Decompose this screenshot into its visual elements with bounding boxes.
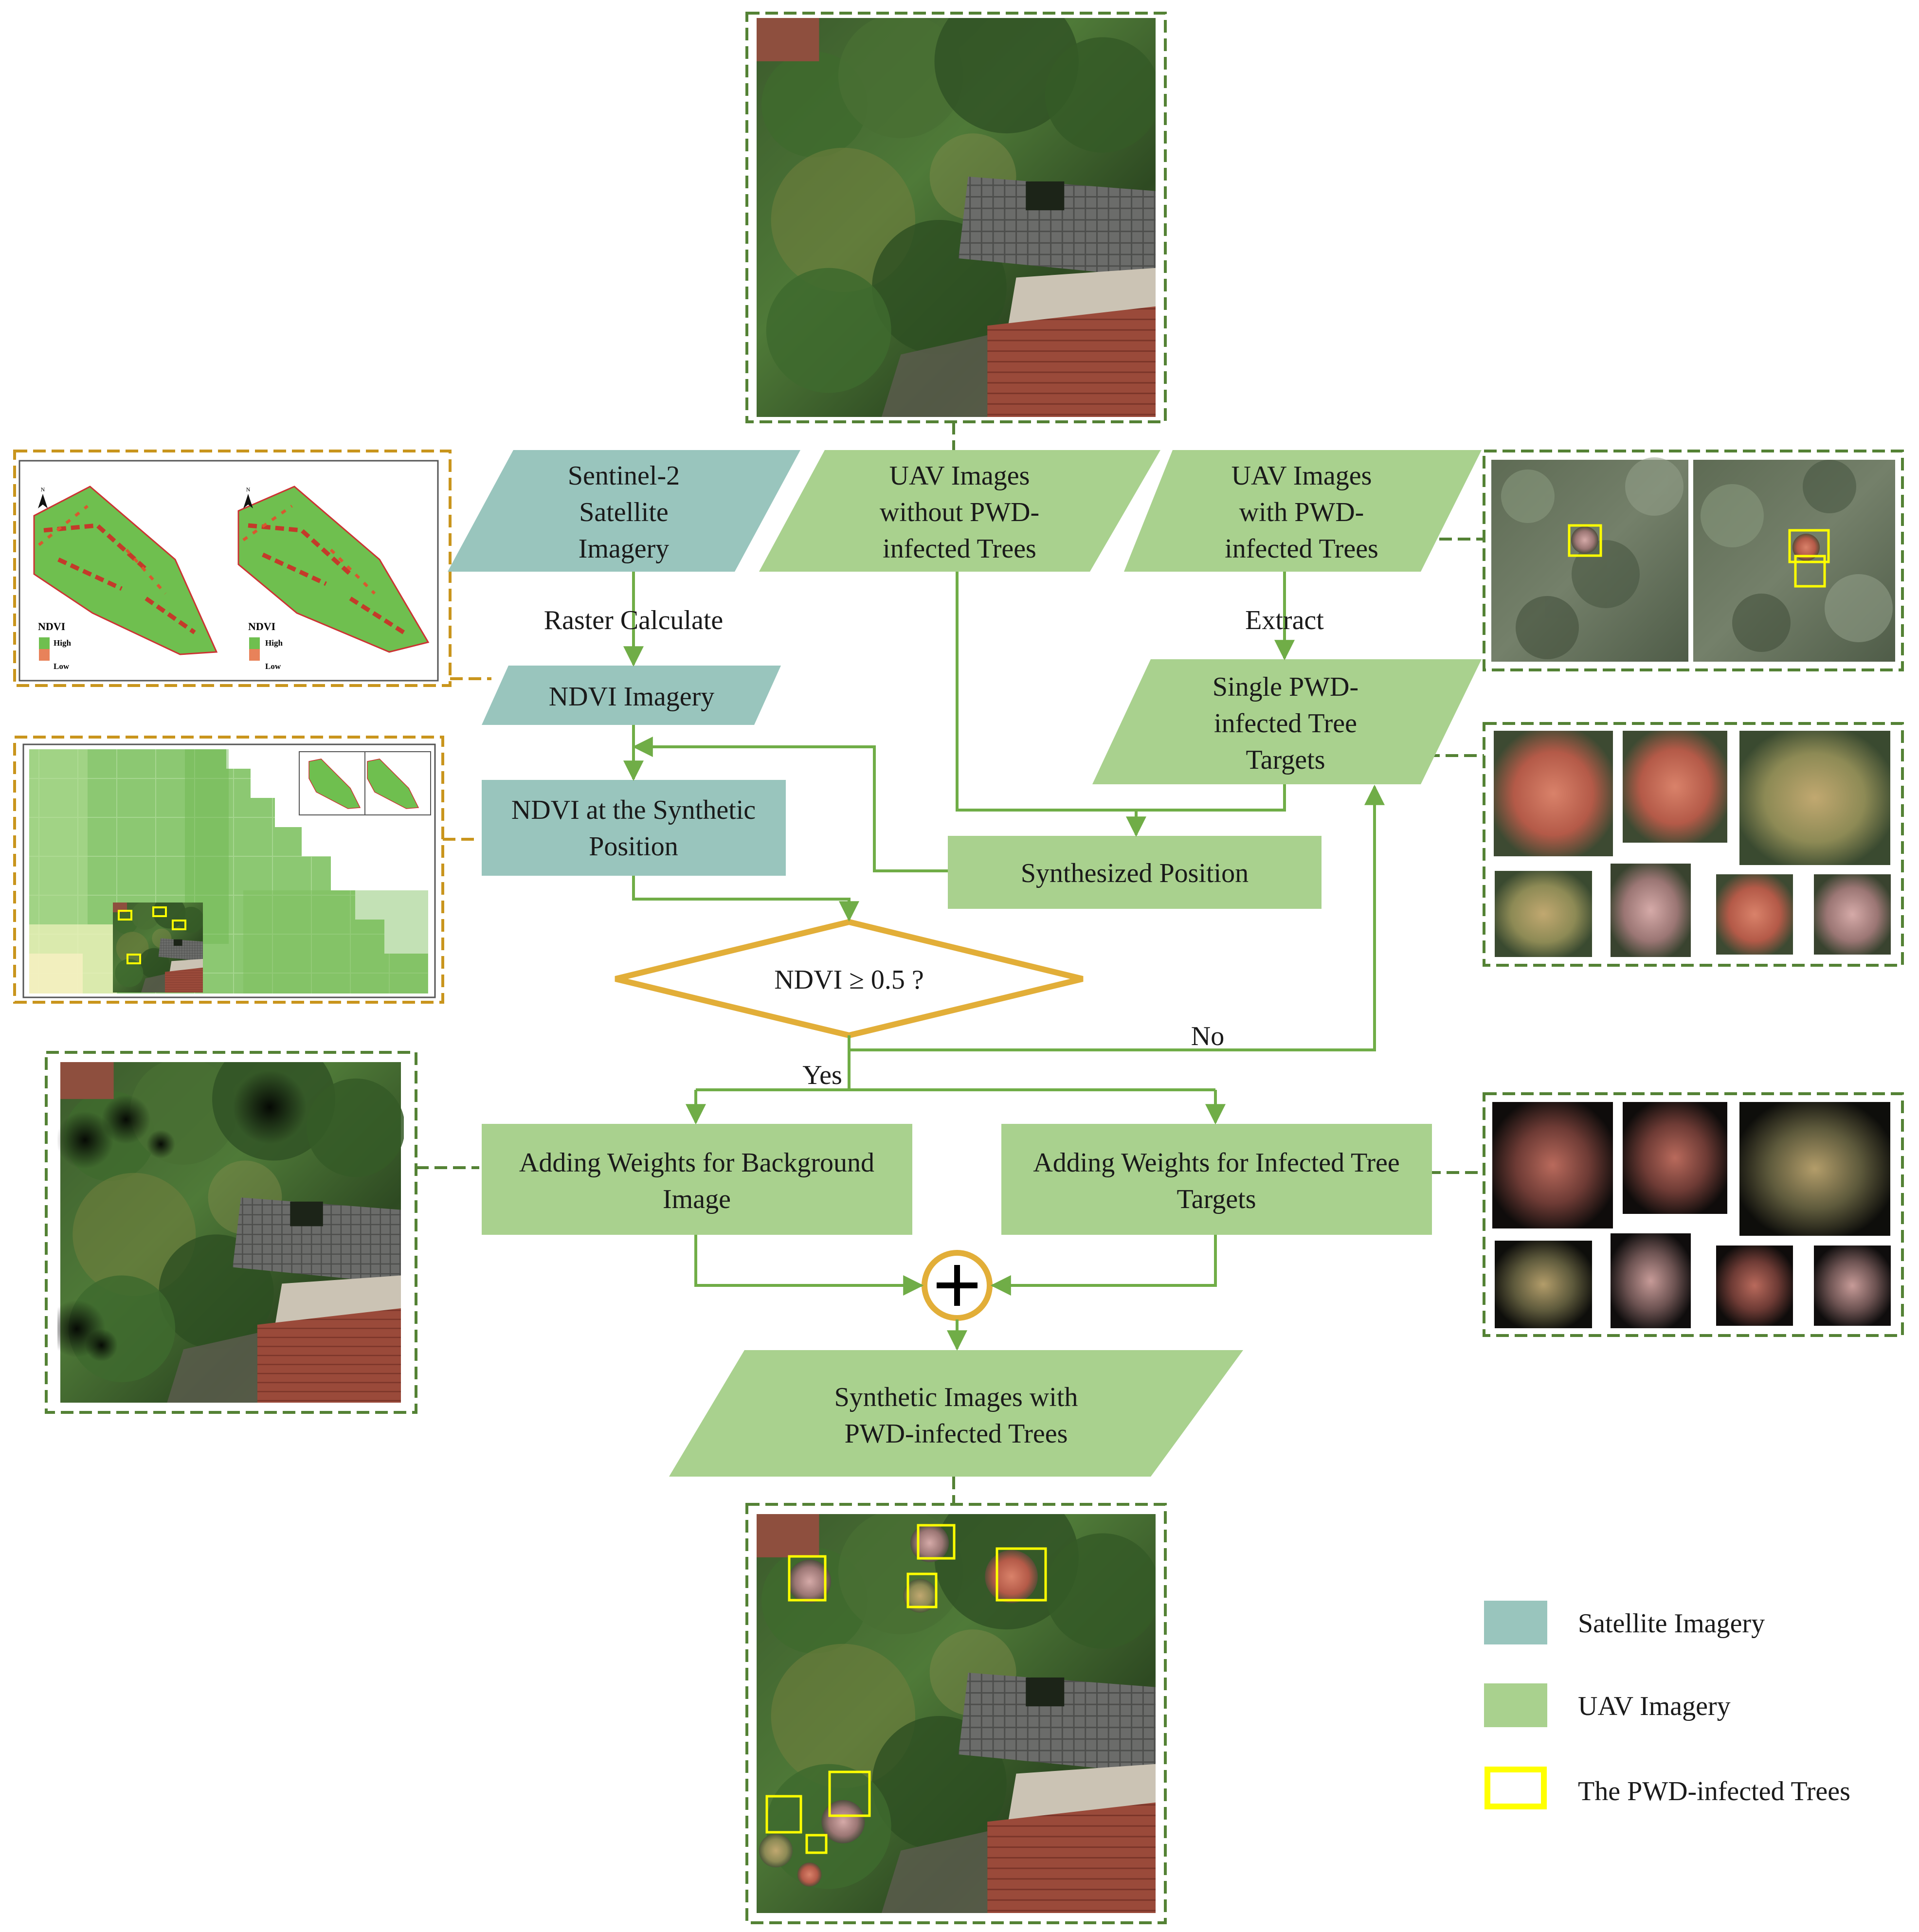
node-ndvi-synthetic — [482, 780, 786, 876]
uav-without-label-1: UAV Images — [889, 461, 1030, 491]
synthetic-output-label-2: PWD-infected Trees — [845, 1419, 1068, 1449]
plus-circle-icon — [922, 1250, 993, 1321]
ndvi-low-right: Low — [265, 662, 281, 671]
legend-label-pwd-trees: The PWD-infected Trees — [1578, 1776, 1850, 1806]
uav-with-label-3: infected Trees — [1225, 534, 1378, 564]
uav-with-label-2: with PWD- — [1239, 497, 1364, 527]
north-label-right: N — [246, 486, 251, 493]
synthetic-output-label-1: Synthetic Images with — [834, 1382, 1078, 1412]
edge-label-raster: Raster Calculate — [544, 605, 724, 635]
ndvi-low-left: Low — [54, 662, 70, 671]
legend-swatch-satellite — [1484, 1601, 1547, 1644]
ndvi-legend-right: NDVI High Low — [248, 620, 283, 671]
edge-label-yes: Yes — [802, 1060, 842, 1090]
uav-without-label-2: without PWD- — [880, 497, 1039, 527]
north-arrow-icon — [38, 494, 253, 508]
synth-position-label: Synthesized Position — [1021, 858, 1249, 888]
sentinel-label-1: Sentinel-2 — [568, 461, 680, 491]
edge-label-no: No — [1191, 1021, 1224, 1051]
ndvi-title-left: NDVI — [38, 620, 65, 632]
legend-label-satellite: Satellite Imagery — [1578, 1608, 1765, 1639]
node-synthesized-position — [948, 836, 1322, 909]
ndvi-high-left: High — [54, 638, 71, 648]
node-uav-without-pwd — [759, 450, 1160, 572]
uav-background-image-top — [745, 12, 1167, 423]
weights-infected-label-2: Targets — [1177, 1184, 1256, 1214]
sentinel-label-2: Satellite — [579, 497, 669, 527]
ndvi-legend-left: NDVI High Low — [38, 620, 71, 671]
ndvi-high-right: High — [265, 638, 283, 648]
pwd-tree-boxes-uav — [1568, 524, 1830, 588]
node-weights-infected — [1001, 1124, 1432, 1235]
legend: Satellite Imagery UAV Imagery The PWD-in… — [1484, 1601, 1850, 1809]
north-label-left: N — [41, 486, 45, 493]
ndvi-pixel-zoom-panel — [13, 736, 444, 1004]
edge-label-extract: Extract — [1245, 605, 1324, 635]
node-uav-with-pwd — [1124, 450, 1482, 572]
legend-swatch-uav — [1484, 1683, 1547, 1727]
uav-without-label-3: infected Trees — [883, 534, 1036, 564]
flow-arrows — [623, 572, 1385, 1351]
ndvi-synthetic-label-1: NDVI at the Synthetic — [511, 795, 756, 825]
ndvi-title-right: NDVI — [248, 620, 275, 632]
weighted-background-image — [45, 1051, 417, 1414]
uav-with-label-1: UAV Images — [1231, 461, 1372, 491]
ndvi-map-left — [33, 486, 218, 655]
uav-with-pwd-images — [1483, 450, 1904, 671]
ndvi-map-right — [237, 486, 430, 653]
single-targets-label-3: Targets — [1246, 745, 1325, 775]
weighted-infected-tree-crops — [1483, 1092, 1904, 1337]
node-synthetic-output — [669, 1350, 1243, 1477]
sentinel-label-3: Imagery — [579, 534, 670, 564]
legend-label-uav: UAV Imagery — [1578, 1691, 1731, 1721]
node-sentinel-2 — [448, 450, 800, 572]
single-pwd-tree-crops — [1483, 722, 1904, 967]
weights-background-label-2: Image — [663, 1184, 731, 1214]
decision-label: NDVI ≥ 0.5 ? — [774, 965, 924, 995]
ndvi-synthetic-label-2: Position — [589, 831, 678, 862]
ndvi-imagery-label: NDVI Imagery — [549, 682, 715, 712]
synthetic-output-image — [745, 1503, 1167, 1924]
ndvi-map-panel: N N NDVI High Low NDVI High Low — [13, 450, 452, 687]
single-targets-label-2: infected Tree — [1214, 708, 1357, 739]
node-ndvi-imagery — [482, 666, 781, 725]
pwd-tree-boxes — [765, 1524, 1047, 1854]
weights-background-label-1: Adding Weights for Background — [519, 1148, 874, 1178]
node-single-pwd-targets — [1092, 659, 1482, 784]
legend-swatch-pwd-trees — [1485, 1767, 1547, 1809]
pwd-tree-boxes-zoom — [118, 906, 186, 964]
node-weights-background — [482, 1124, 912, 1235]
single-targets-label-1: Single PWD- — [1213, 672, 1358, 702]
weights-infected-label-1: Adding Weights for Infected Tree — [1033, 1148, 1399, 1178]
